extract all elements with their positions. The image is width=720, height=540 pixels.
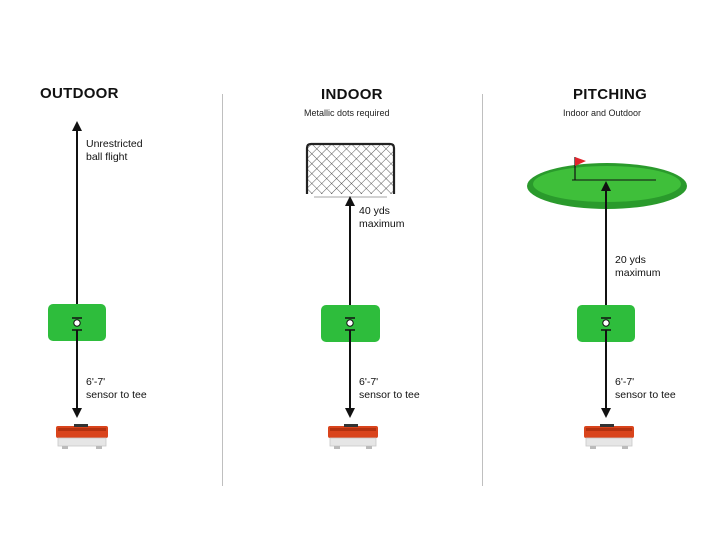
divider-left xyxy=(222,94,223,486)
flag-icon xyxy=(574,157,586,180)
outdoor-bottom-label: 6'-7' sensor to tee xyxy=(86,376,147,401)
outdoor-tee-ball xyxy=(73,319,81,327)
panel-title-pitching: PITCHING xyxy=(573,86,648,103)
indoor-sensor-icon xyxy=(328,424,378,449)
panel-title-indoor: INDOOR xyxy=(321,86,383,103)
pitching-sensor-icon xyxy=(584,424,634,449)
pitching-bottom-label: 6'-7' sensor to tee xyxy=(615,376,676,401)
pitching-tee-ball xyxy=(602,319,610,327)
outdoor-arrowhead-up xyxy=(72,121,82,131)
hitting-net-icon xyxy=(305,142,396,198)
panel-subtitle-indoor: Metallic dots required xyxy=(304,108,390,118)
panel-title-outdoor: OUTDOOR xyxy=(40,85,119,102)
indoor-top-label: 40 yds maximum xyxy=(359,205,405,230)
outdoor-sensor-icon xyxy=(56,424,108,449)
panel-subtitle-pitching: Indoor and Outdoor xyxy=(563,108,642,118)
divider-right xyxy=(482,94,483,486)
indoor-bottom-label: 6'-7' sensor to tee xyxy=(359,376,420,401)
outdoor-top-label: Unrestricted ball flight xyxy=(86,138,143,163)
indoor-tee-ball xyxy=(346,319,354,327)
pitching-top-label: 20 yds maximum xyxy=(615,254,661,279)
